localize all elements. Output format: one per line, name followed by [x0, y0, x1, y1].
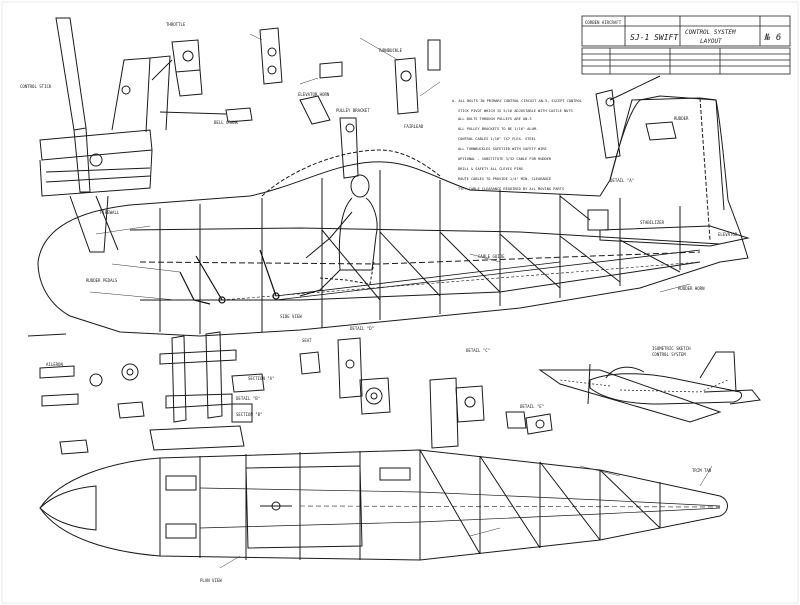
label-detail-a: DETAIL "A" [610, 178, 634, 183]
label-isometric: ISOMETRIC SKETCH [652, 346, 691, 351]
svg-text:OPTIONAL - SUBSTITUTE 3/32 CAB: OPTIONAL - SUBSTITUTE 3/32 CABLE FOR RUD… [458, 157, 552, 161]
label-aileron: AILERON [46, 362, 63, 367]
label-trim-tab: TRIM TAB [692, 468, 712, 473]
svg-text:ROUTE CABLES TO PROVIDE 1/4" M: ROUTE CABLES TO PROVIDE 1/4" MIN. CLEARA… [458, 177, 551, 181]
title-drawing-sub: LAYOUT [700, 38, 722, 45]
label-fairlead: FAIRLEAD [404, 124, 424, 129]
label-rudder-pedals: RUDDER PEDALS [86, 278, 118, 283]
label-elevator-horn: ELEVATOR HORN [298, 92, 330, 97]
side-view-fuselage [37, 95, 750, 337]
title-drawing: CONTROL SYSTEM [685, 29, 736, 36]
label-control-system: CONTROL SYSTEM [652, 352, 686, 357]
detail-parts-top [151, 27, 441, 179]
label-control-stick: CONTROL STICK [20, 84, 52, 89]
isometric-airplane-sketch [538, 351, 761, 423]
pilot-figure [299, 174, 378, 297]
control-stick-side [179, 249, 701, 305]
svg-text:CONTROL CABLES 1/16" 7X7 FLEX.: CONTROL CABLES 1/16" 7X7 FLEX. STEEL [458, 137, 536, 141]
label-elevator: ELEVATOR [718, 232, 738, 237]
svg-text:A. ALL BOLTS IN PRIMARY CONTRO: A. ALL BOLTS IN PRIMARY CONTROL CIRCUIT … [452, 99, 582, 103]
detail-row-middle [27, 331, 553, 455]
svg-text:DRILL & SAFETY ALL CLEVIS PINS: DRILL & SAFETY ALL CLEVIS PINS [458, 167, 523, 171]
label-throttle: THROTTLE [166, 22, 186, 27]
title-block [581, 15, 791, 75]
label-rudder: RUDDER [674, 116, 689, 121]
notes-block: A. ALL BOLTS IN PRIMARY CONTROL CIRCUIT … [452, 99, 582, 191]
label-detail-e: DETAIL "E" [520, 404, 544, 409]
stick-assembly-left [39, 17, 171, 253]
svg-text:TYP. CABLE CLEARANCE REQUIRED: TYP. CABLE CLEARANCE REQUIRED BY ALL MOV… [458, 187, 564, 191]
label-stab: STABILIZER [640, 220, 665, 225]
label-detail-c: DETAIL "C" [466, 348, 490, 353]
label-turnbuckle: TURNBUCKLE [378, 48, 403, 53]
label-cable-guide: CABLE GUIDE [478, 254, 505, 259]
label-firewall: FIREWALL [100, 210, 120, 215]
title-sheet-number: № 6 [764, 33, 781, 43]
svg-text:ALL TURNBUCKLES SAFETIED WITH: ALL TURNBUCKLES SAFETIED WITH SAFETY WIR… [458, 147, 547, 151]
svg-text:ALL PULLEY BRACKETS TO BE 1/16: ALL PULLEY BRACKETS TO BE 1/16" ALUM. [458, 127, 538, 131]
label-plan-view: PLAN VIEW [200, 578, 222, 583]
svg-text:ALL BOLTS THROUGH PULLEYS ARE: ALL BOLTS THROUGH PULLEYS ARE AN-3 [458, 117, 532, 121]
title-company: CORBEN AIRCRAFT [585, 20, 622, 25]
label-detail-d: DETAIL "D" [350, 326, 374, 331]
annotation-labels: CONTROL STICK THROTTLE BELL CRANK ELEVAT… [20, 22, 738, 583]
tail-bellcrank-detail [559, 75, 677, 231]
label-side-view: SIDE VIEW [280, 314, 302, 319]
label-section-a: SECTION "A" [248, 376, 275, 381]
label-rudder-horn: RUDDER HORN [678, 286, 705, 291]
label-bell-crank: BELL CRANK [214, 120, 239, 125]
leader-lines [89, 33, 713, 569]
label-pulley-bracket: PULLEY BRACKET [336, 108, 370, 113]
plan-view-fuselage [39, 449, 728, 561]
title-model: SJ-1 SWIFT [630, 33, 679, 42]
label-seat: SEAT [302, 338, 312, 343]
svg-text:STICK PIVOT WHICH IS 5/16 ADJU: STICK PIVOT WHICH IS 5/16 ADJUSTABLE WIT… [458, 109, 573, 113]
label-section-b: SECTION "B" [236, 412, 263, 417]
label-detail-b: DETAIL "B" [236, 396, 260, 401]
